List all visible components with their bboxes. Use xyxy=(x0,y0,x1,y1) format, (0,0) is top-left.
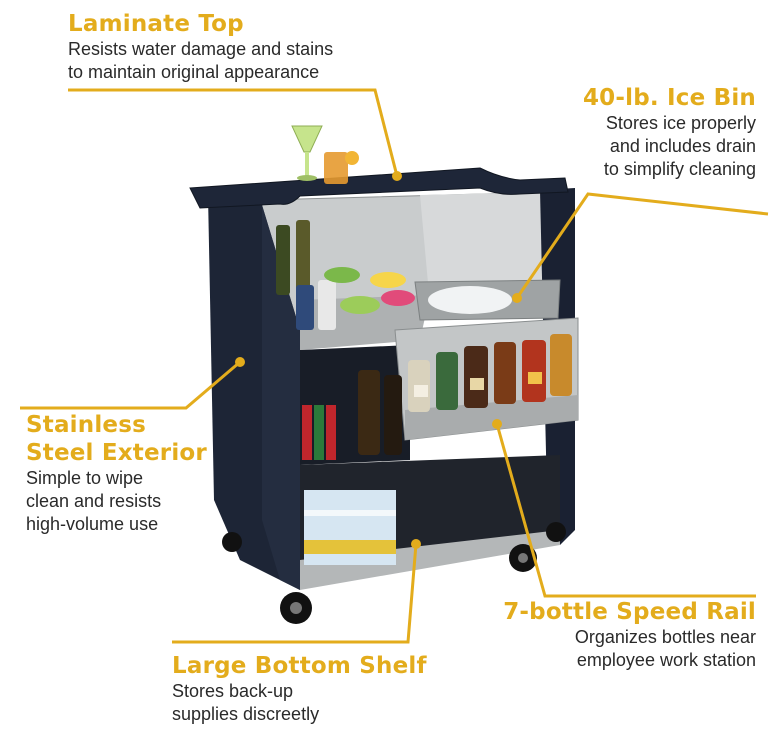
callout-line: Stores back-up xyxy=(172,681,294,701)
callout-line: high-volume use xyxy=(26,514,159,534)
drinks xyxy=(291,125,359,184)
bottom-shelf-water-bottles xyxy=(304,490,396,565)
leader-bottom-shelf xyxy=(172,543,418,644)
callout-line: Organizes bottles near xyxy=(574,627,756,647)
callout-stainless-steel: Stainless Steel Exterior Simple to wipe … xyxy=(26,411,207,536)
callout-bottom-shelf: Large Bottom Shelf Stores back-up suppli… xyxy=(172,652,427,726)
callout-ice-bin: 40-lb. Ice Bin Stores ice properly and i… xyxy=(583,84,756,181)
callout-speed-rail: 7-bottle Speed Rail Organizes bottles ne… xyxy=(503,598,756,672)
callout-title: Laminate Top xyxy=(68,11,244,37)
middle-shelf-items xyxy=(302,370,402,460)
callout-title: Steel Exterior xyxy=(26,440,207,466)
callout-line: to simplify cleaning xyxy=(603,159,756,179)
callout-title: 7-bottle Speed Rail xyxy=(503,599,756,625)
bottom-shelf xyxy=(300,530,560,590)
speed-rail-bottles xyxy=(408,334,572,412)
callout-line: supplies discreetly xyxy=(172,704,320,724)
callout-title: Stainless xyxy=(26,412,147,438)
callout-line: employee work station xyxy=(576,650,756,670)
leader-laminate-top xyxy=(68,88,399,177)
leader-speed-rail xyxy=(495,423,756,598)
callout-line: Simple to wipe xyxy=(26,468,144,488)
callout-line: Stores ice properly xyxy=(605,113,756,133)
leader-ice-bin xyxy=(515,192,769,299)
laminate-top xyxy=(189,167,569,209)
callout-title: 40-lb. Ice Bin xyxy=(582,85,756,111)
casters xyxy=(222,522,566,624)
callout-title: Large Bottom Shelf xyxy=(172,653,427,679)
leader-stainless xyxy=(20,360,241,410)
callout-laminate-top: Laminate Top Resists water damage and st… xyxy=(68,10,333,84)
callout-line: Resists water damage and stains xyxy=(68,39,334,59)
callout-line: to maintain original appearance xyxy=(68,62,320,82)
leader-dots xyxy=(235,171,522,549)
callout-line: and includes drain xyxy=(609,136,756,156)
leader-lines xyxy=(20,88,769,644)
callout-line: clean and resists xyxy=(26,491,162,511)
top-shelf-items xyxy=(276,220,415,330)
